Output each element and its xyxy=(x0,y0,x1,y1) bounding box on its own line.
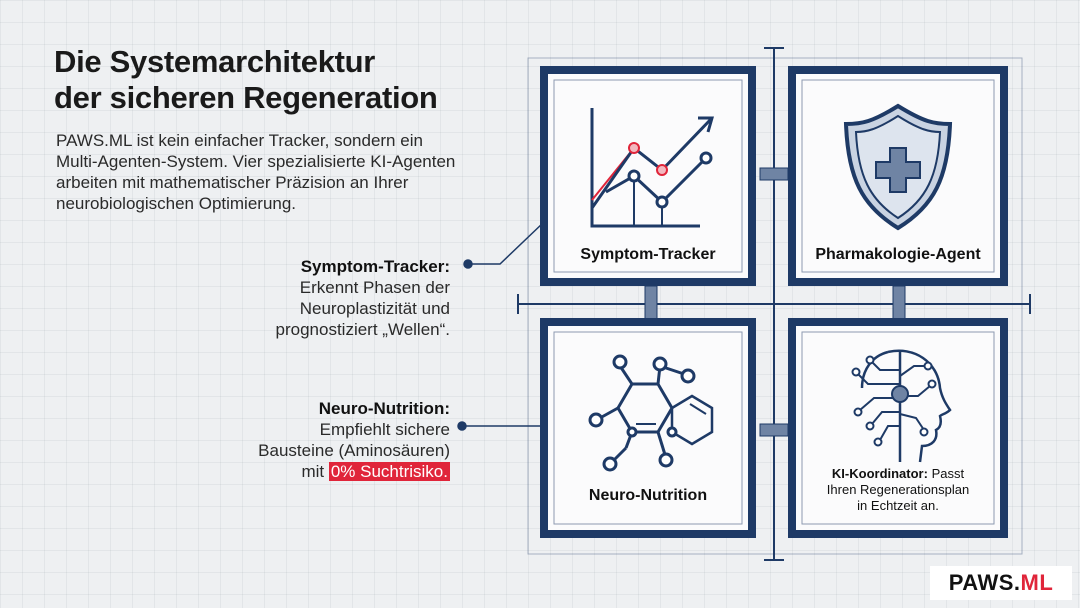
callout-line: Neuroplastizität und xyxy=(299,299,450,318)
callout-line: prognostiziert „Wellen“. xyxy=(275,320,450,339)
callout-line: Erkennt Phasen der xyxy=(299,278,450,297)
coordinator-label-line: Ihren Regenerationsplan xyxy=(826,482,970,497)
coordinator-label-line: in Echtzeit an. xyxy=(857,498,939,513)
tile-symptom-tracker xyxy=(540,66,756,286)
callout-heading: Neuro-Nutrition: xyxy=(318,399,450,418)
molecule-icon xyxy=(588,354,714,472)
coordinator-label-bold: KI-Koordinator: xyxy=(831,466,928,481)
logo-accent: ML xyxy=(1020,570,1054,595)
tile-label-symptom-tracker: Symptom-Tracker xyxy=(580,246,716,263)
tile-ki-koordinator xyxy=(788,318,1008,538)
ai-head-icon xyxy=(851,349,952,463)
coordinator-label-rest: Passt xyxy=(927,466,965,481)
highlight-badge: 0% Suchtrisiko. xyxy=(328,462,450,481)
tile-label-ki-koordinator: KI-Koordinator: Passt Ihren Regeneration… xyxy=(804,466,992,514)
shield-cross-icon xyxy=(843,103,953,231)
title-line-1: Die Systemarchitektur xyxy=(54,44,376,79)
callout-heading: Symptom-Tracker: xyxy=(300,257,450,276)
line-chart-icon xyxy=(590,108,714,228)
title-line-2: der sicheren Regeneration xyxy=(54,80,438,115)
callout-line: Bausteine (Aminosäuren) xyxy=(258,441,450,460)
brand-logo: PAWS.ML xyxy=(930,566,1072,600)
callout-line: Empfiehlt sichere xyxy=(319,420,450,439)
tile-label-neuro-nutrition: Neuro-Nutrition xyxy=(588,487,708,504)
tile-label-pharmakologie: Pharmakologie-Agent xyxy=(815,246,981,263)
tile-neuro-nutrition xyxy=(540,318,756,538)
callout-neuro-nutrition: Neuro-Nutrition: Empfiehlt sichere Baust… xyxy=(220,398,450,482)
intro-text: PAWS.ML ist kein einfacher Tracker, sond… xyxy=(56,131,456,213)
logo-main: PAWS. xyxy=(948,570,1021,595)
page-title: Die Systemarchitektur der sicheren Regen… xyxy=(54,44,494,116)
callout-symptom-tracker: Symptom-Tracker: Erkennt Phasen der Neur… xyxy=(220,256,450,340)
callout-line: mit xyxy=(301,462,329,481)
